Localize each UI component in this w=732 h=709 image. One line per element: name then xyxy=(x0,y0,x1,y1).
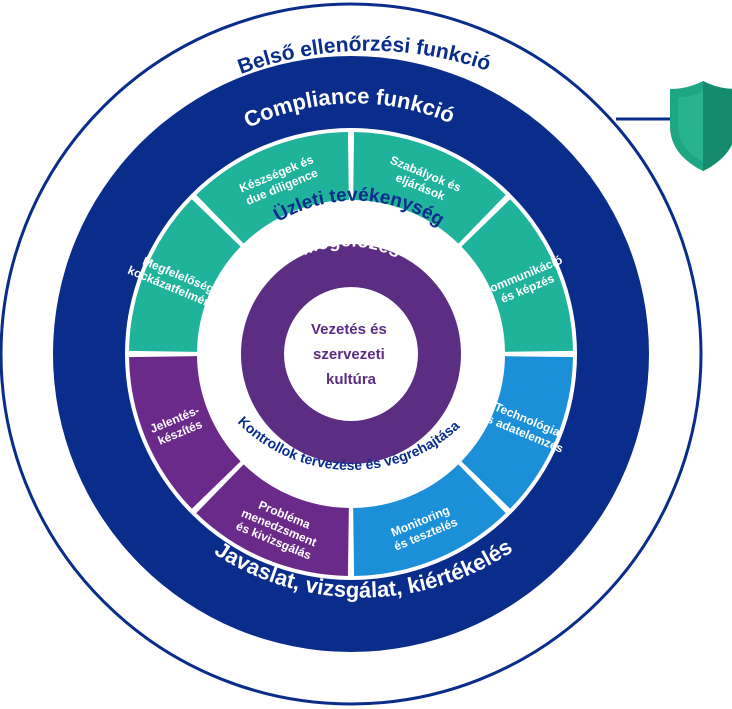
segment-technology xyxy=(461,356,573,509)
segment-monitoring xyxy=(353,464,506,576)
segment-risk-assessment xyxy=(129,199,241,352)
center-line: szervezeti xyxy=(313,346,385,363)
segment-label-issue-management: Problémamenedzsmentés kivizsgálás xyxy=(234,493,324,563)
center-line: kultúra xyxy=(326,371,377,388)
segment-rules xyxy=(353,132,506,244)
center-circle xyxy=(284,287,418,421)
segment-communication xyxy=(461,199,573,352)
shield-icon xyxy=(670,81,732,171)
segment-issue-management xyxy=(196,464,349,576)
segment-reporting xyxy=(129,356,241,509)
center-label: Vezetés és szervezeti kultúra xyxy=(311,321,391,388)
center-line: Vezetés és xyxy=(311,321,387,338)
segment-skills xyxy=(196,132,349,244)
